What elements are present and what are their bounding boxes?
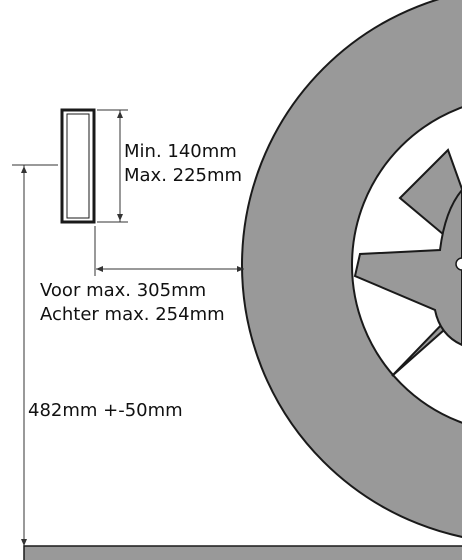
ground-floor (23, 545, 462, 560)
rear-distance-label: Achter max. 254mm (40, 304, 225, 325)
wheel-axle (455, 257, 462, 271)
ground-height-label: 482mm +-50mm (28, 400, 183, 421)
min-height-label: Min. 140mm (124, 141, 237, 162)
bracket-height-dimension (97, 109, 128, 223)
wheel-hub (353, 188, 462, 347)
max-height-label: Max. 225mm (124, 165, 242, 186)
front-distance-label: Voor max. 305mm (40, 280, 206, 301)
ground-height-dimension (12, 164, 58, 546)
distance-dimension (94, 226, 244, 276)
mount-bracket (60, 108, 96, 224)
bracket-inner (66, 113, 90, 219)
wheel (241, 0, 462, 538)
